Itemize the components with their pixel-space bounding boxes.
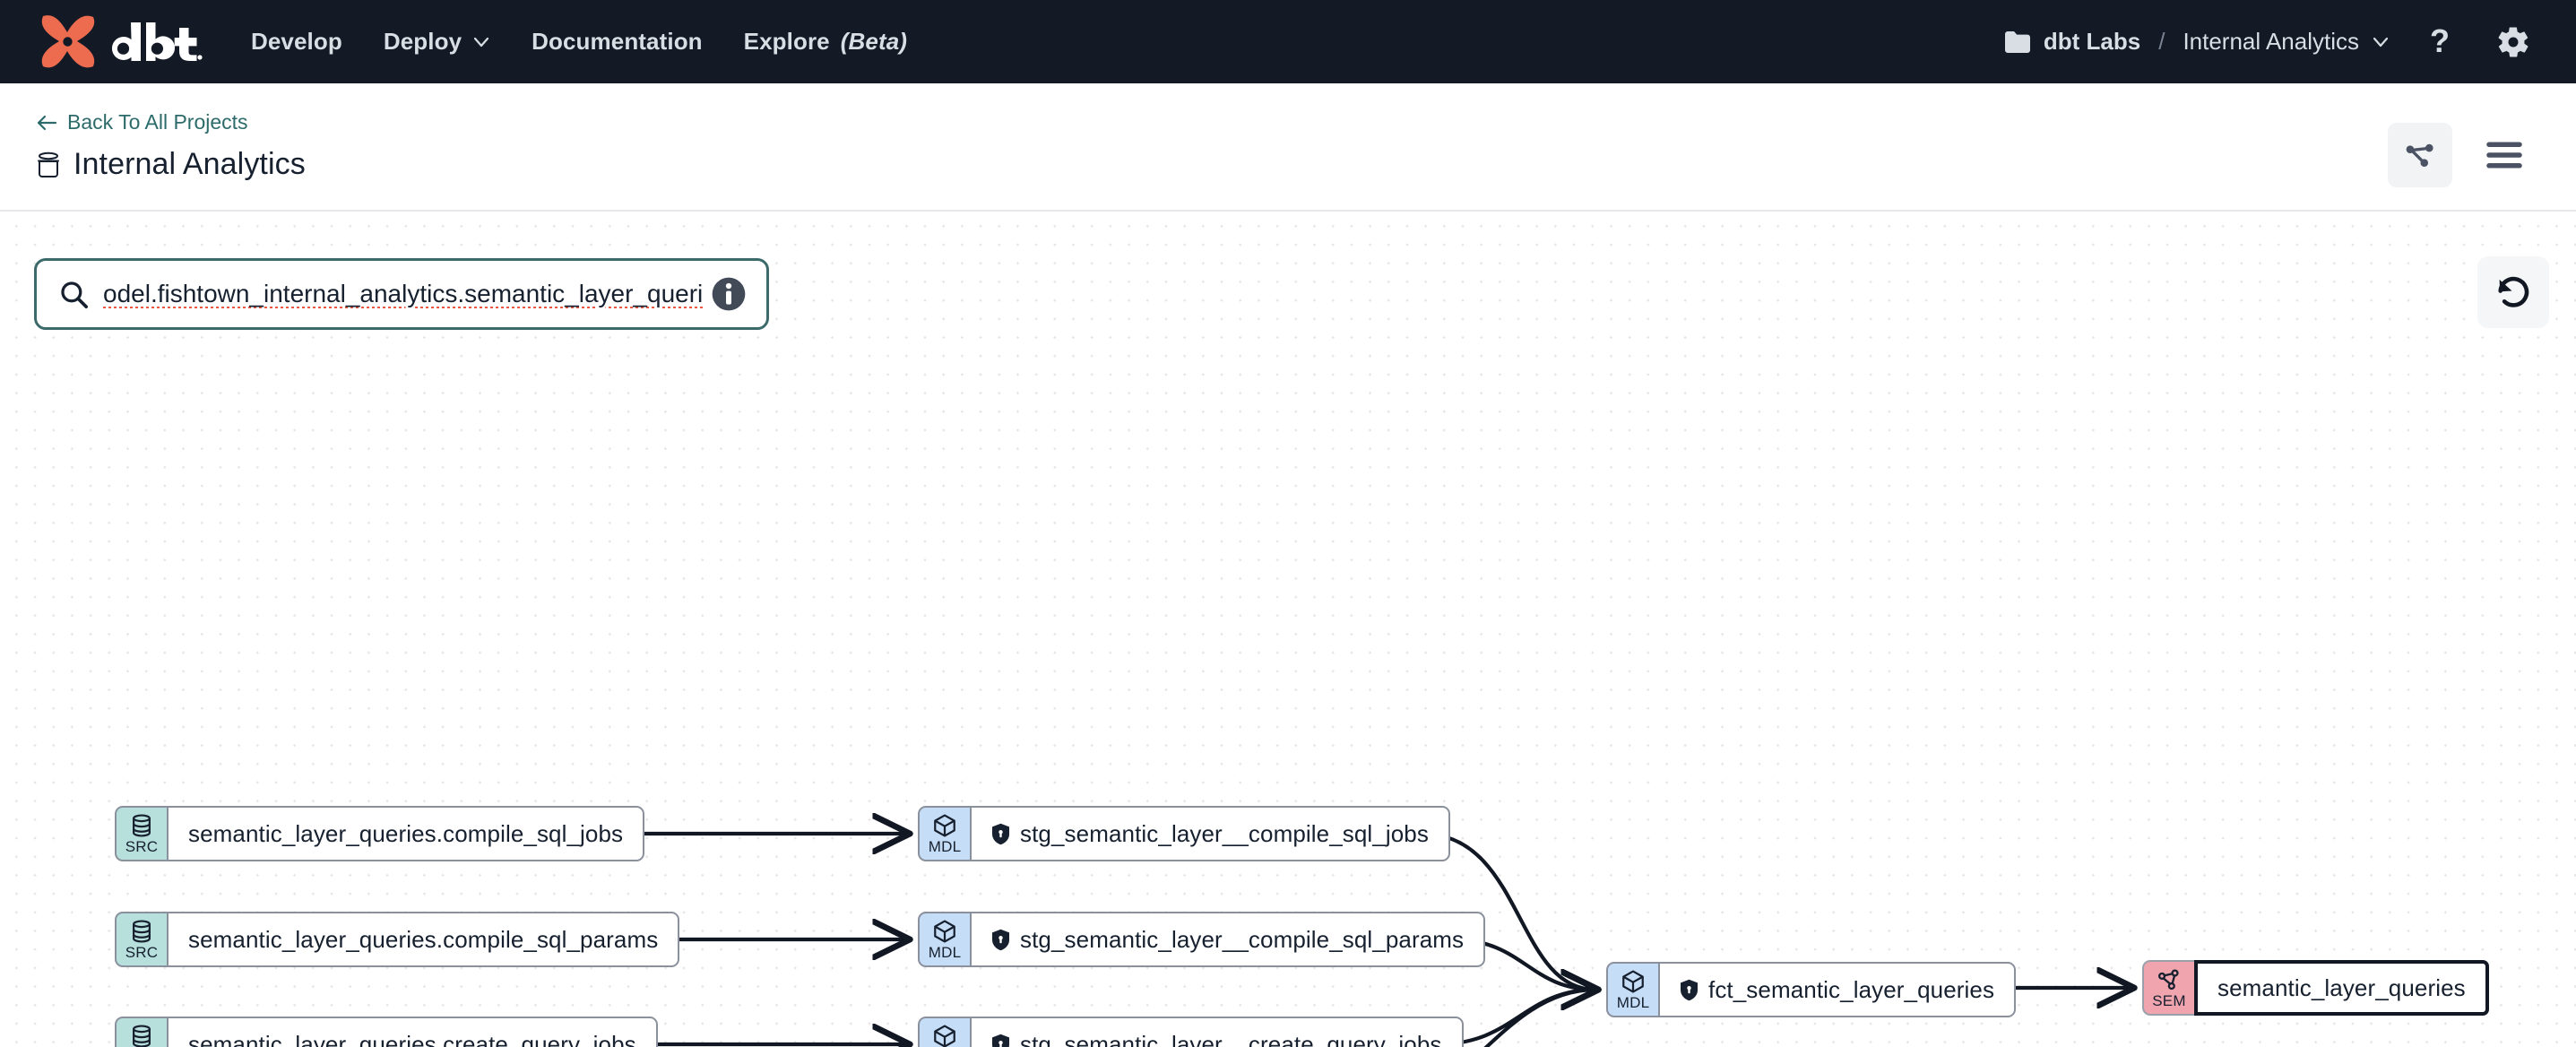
settings-button[interactable] [2490, 19, 2537, 65]
top-navigation-bar: Develop Deploy Documentation Explore (Be… [0, 0, 2576, 83]
subheader-actions [2388, 107, 2537, 187]
svg-text:?: ? [2430, 22, 2450, 59]
shield-lock-icon [992, 929, 1009, 950]
cube-icon [934, 814, 955, 837]
database-project-icon [38, 151, 59, 177]
nav-right-cluster: dbt Labs / Internal Analytics ? [2004, 19, 2537, 65]
database-cylinder-icon [133, 920, 151, 943]
node-body: semantic_layer_queries.compile_sql_param… [167, 912, 680, 967]
node-body: fct_semantic_layer_queries [1658, 962, 2017, 1017]
node-badge-label: MDL [928, 838, 962, 855]
chevron-down-icon [474, 37, 489, 47]
chevron-down-icon [2373, 37, 2389, 47]
node-label: semantic_layer_queries.compile_sql_jobs [188, 819, 624, 847]
project-subheader: Back To All Projects Internal Analytics [0, 83, 2576, 212]
nav-item-develop-label: Develop [251, 28, 342, 55]
lineage-node-sem-semantic-layer-queries[interactable]: SEM semantic_layer_queries [2142, 960, 2489, 1016]
node-label: fct_semantic_layer_queries [1708, 975, 1995, 1003]
database-cylinder-icon [133, 814, 151, 837]
cube-icon [934, 920, 955, 943]
node-label: semantic_layer_queries.create_query_jobs [188, 1030, 636, 1047]
lineage-node-src-create-query-jobs[interactable]: SRC semantic_layer_queries.create_query_… [115, 1017, 658, 1047]
node-label: stg_semantic_layer__compile_sql_jobs [1020, 819, 1429, 847]
page-title-row: Internal Analytics [36, 147, 306, 182]
primary-nav-links: Develop Deploy Documentation Explore (Be… [251, 28, 907, 56]
back-link-label: Back To All Projects [67, 110, 248, 134]
lineage-node-mdl-stg-compile-sql-jobs[interactable]: MDL stg_semantic_layer__compile_sql_jobs [918, 806, 1450, 861]
search-input-value[interactable]: odel.fishtown_internal_analytics.semanti… [103, 280, 704, 307]
reset-rotate-ccw-icon [2498, 276, 2529, 307]
node-label: semantic_layer_queries [2217, 973, 2466, 1001]
nav-item-develop[interactable]: Develop [251, 28, 342, 56]
shield-lock-icon [1681, 979, 1698, 1000]
search-icon [61, 281, 89, 309]
node-badge-label: SRC [125, 944, 159, 961]
lineage-view-button[interactable] [2388, 123, 2452, 187]
cube-icon [934, 1025, 955, 1047]
lineage-node-mdl-fct-semantic-layer-queries[interactable]: MDL fct_semantic_layer_queries [1606, 962, 2017, 1017]
node-body: semantic_layer_queries [2194, 960, 2489, 1016]
node-body: semantic_layer_queries.compile_sql_jobs [167, 806, 645, 861]
reset-view-button[interactable] [2477, 256, 2549, 328]
node-type-badge-src: SRC [115, 806, 167, 861]
node-type-badge-src: SRC [115, 912, 167, 967]
database-cylinder-icon [133, 1025, 151, 1047]
lineage-node-mdl-stg-create-query-jobs[interactable]: MDL stg_semantic_layer__create_query_job… [918, 1017, 1464, 1047]
node-type-badge-mdl: MDL [918, 912, 970, 967]
node-label: stg_semantic_layer__compile_sql_params [1020, 925, 1465, 953]
shield-lock-icon [992, 823, 1009, 844]
lineage-node-src-compile-sql-jobs[interactable]: SRC semantic_layer_queries.compile_sql_j… [115, 806, 645, 861]
lineage-graph-icon [2406, 143, 2433, 167]
page-title: Internal Analytics [73, 147, 306, 181]
menu-button[interactable] [2472, 123, 2537, 187]
nav-item-explore[interactable]: Explore (Beta) [744, 28, 907, 56]
lineage-canvas[interactable]: odel.fishtown_internal_analytics.semanti… [0, 212, 2576, 1047]
cube-icon [1622, 970, 1644, 993]
help-button[interactable]: ? [2416, 19, 2463, 65]
lineage-graph[interactable]: SRC semantic_layer_queries.compile_sql_j… [0, 212, 2576, 1047]
nav-item-deploy[interactable]: Deploy [384, 28, 490, 56]
node-type-badge-sem: SEM [2142, 960, 2194, 1016]
semantic-graph-icon [2157, 969, 2179, 991]
node-type-badge-src: SRC [115, 1017, 167, 1047]
node-body: stg_semantic_layer__create_query_jobs [970, 1017, 1464, 1047]
arrow-left-icon [37, 115, 57, 130]
nav-item-explore-beta-tag: (Beta) [840, 28, 908, 55]
gear-icon [2498, 26, 2528, 57]
node-type-badge-mdl: MDL [1606, 962, 1658, 1017]
node-label: stg_semantic_layer__create_query_jobs [1020, 1030, 1442, 1047]
nav-item-deploy-label: Deploy [383, 28, 462, 55]
subheader-left: Back To All Projects Internal Analytics [36, 107, 306, 182]
node-type-badge-mdl: MDL [918, 1017, 970, 1047]
nav-item-explore-label: Explore [743, 28, 830, 55]
node-type-badge-mdl: MDL [918, 806, 970, 861]
node-label: semantic_layer_queries.compile_sql_param… [188, 925, 659, 953]
node-search-input[interactable]: odel.fishtown_internal_analytics.semanti… [34, 258, 769, 330]
question-mark-icon: ? [2430, 22, 2450, 59]
org-project-breadcrumb[interactable]: dbt Labs / Internal Analytics [2004, 28, 2390, 56]
dbt-logo[interactable] [36, 11, 204, 74]
breadcrumb-separator: / [2158, 28, 2165, 55]
hamburger-menu-icon [2486, 142, 2522, 169]
shield-lock-icon [992, 1034, 1009, 1047]
dbt-x-mark-icon [41, 14, 95, 67]
node-body: stg_semantic_layer__compile_sql_jobs [970, 806, 1450, 861]
org-name: dbt Labs [2043, 28, 2141, 55]
folder-icon [2004, 30, 2030, 53]
node-badge-label: MDL [928, 944, 962, 961]
current-project-name: Internal Analytics [2183, 28, 2359, 55]
node-body: stg_semantic_layer__compile_sql_params [970, 912, 1486, 967]
node-badge-label: SEM [2152, 992, 2186, 1009]
nav-item-documentation-label: Documentation [532, 28, 703, 55]
dbt-wordmark [111, 22, 203, 61]
node-body: semantic_layer_queries.create_query_jobs [167, 1017, 658, 1047]
nav-item-documentation[interactable]: Documentation [532, 28, 703, 56]
node-badge-label: MDL [1616, 994, 1650, 1011]
info-circle-icon[interactable] [711, 276, 747, 312]
node-badge-label: SRC [125, 838, 159, 855]
back-to-all-projects-link[interactable]: Back To All Projects [36, 112, 306, 133]
lineage-node-src-compile-sql-params[interactable]: SRC semantic_layer_queries.compile_sql_p… [115, 912, 680, 967]
lineage-node-mdl-stg-compile-sql-params[interactable]: MDL stg_semantic_layer__compile_sql_para… [918, 912, 1486, 967]
